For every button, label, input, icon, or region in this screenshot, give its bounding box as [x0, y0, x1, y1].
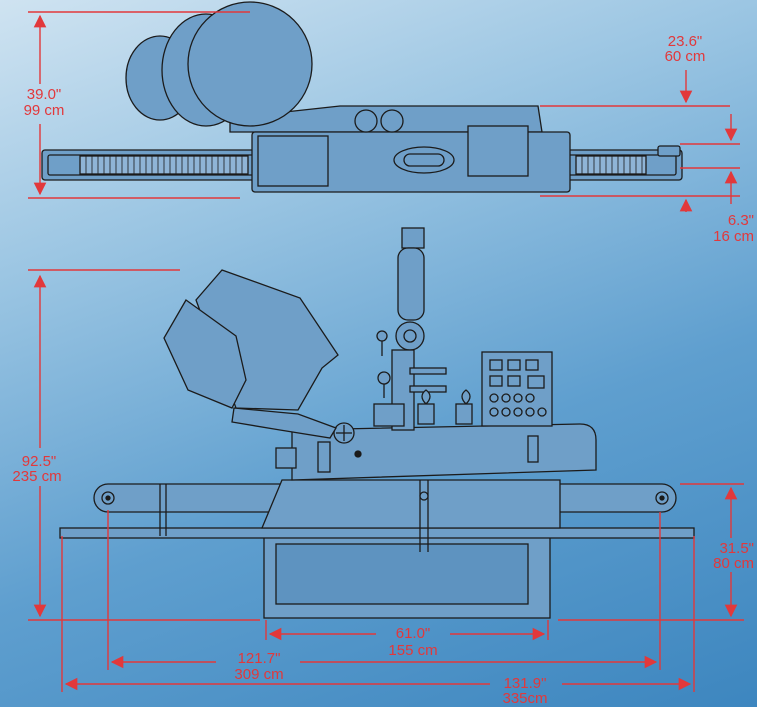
dimension-lines	[28, 11, 744, 692]
table-height-inch-label: 31.5"	[719, 540, 754, 557]
table-height-cm-label: 80 cm	[713, 555, 754, 572]
top-rail-cm-label: 60 cm	[664, 48, 706, 65]
conveyor-width-cm-label: 309 cm	[234, 666, 284, 683]
top-offset-inch-label: 6.3"	[727, 212, 754, 229]
conveyor-width-inch-label: 121.7"	[237, 650, 281, 667]
overall-height-inch-label: 92.5"	[21, 453, 57, 470]
overall-width-cm-label: 335cm	[502, 690, 548, 707]
base-width-inch-label: 61.0"	[395, 625, 431, 642]
top-rail-inch-label: 23.6"	[667, 33, 703, 50]
top-view-drawing	[41, 1, 683, 193]
front-view-drawing	[59, 227, 695, 619]
top-offset-cm-label: 16 cm	[713, 228, 754, 245]
top-height-cm-label: 99 cm	[23, 102, 65, 119]
top-height-inch-label: 39.0"	[26, 86, 62, 103]
overall-width-inch-label: 131.9"	[503, 675, 547, 692]
overall-height-cm-label: 235 cm	[12, 468, 62, 485]
base-width-cm-label: 155 cm	[388, 642, 438, 659]
